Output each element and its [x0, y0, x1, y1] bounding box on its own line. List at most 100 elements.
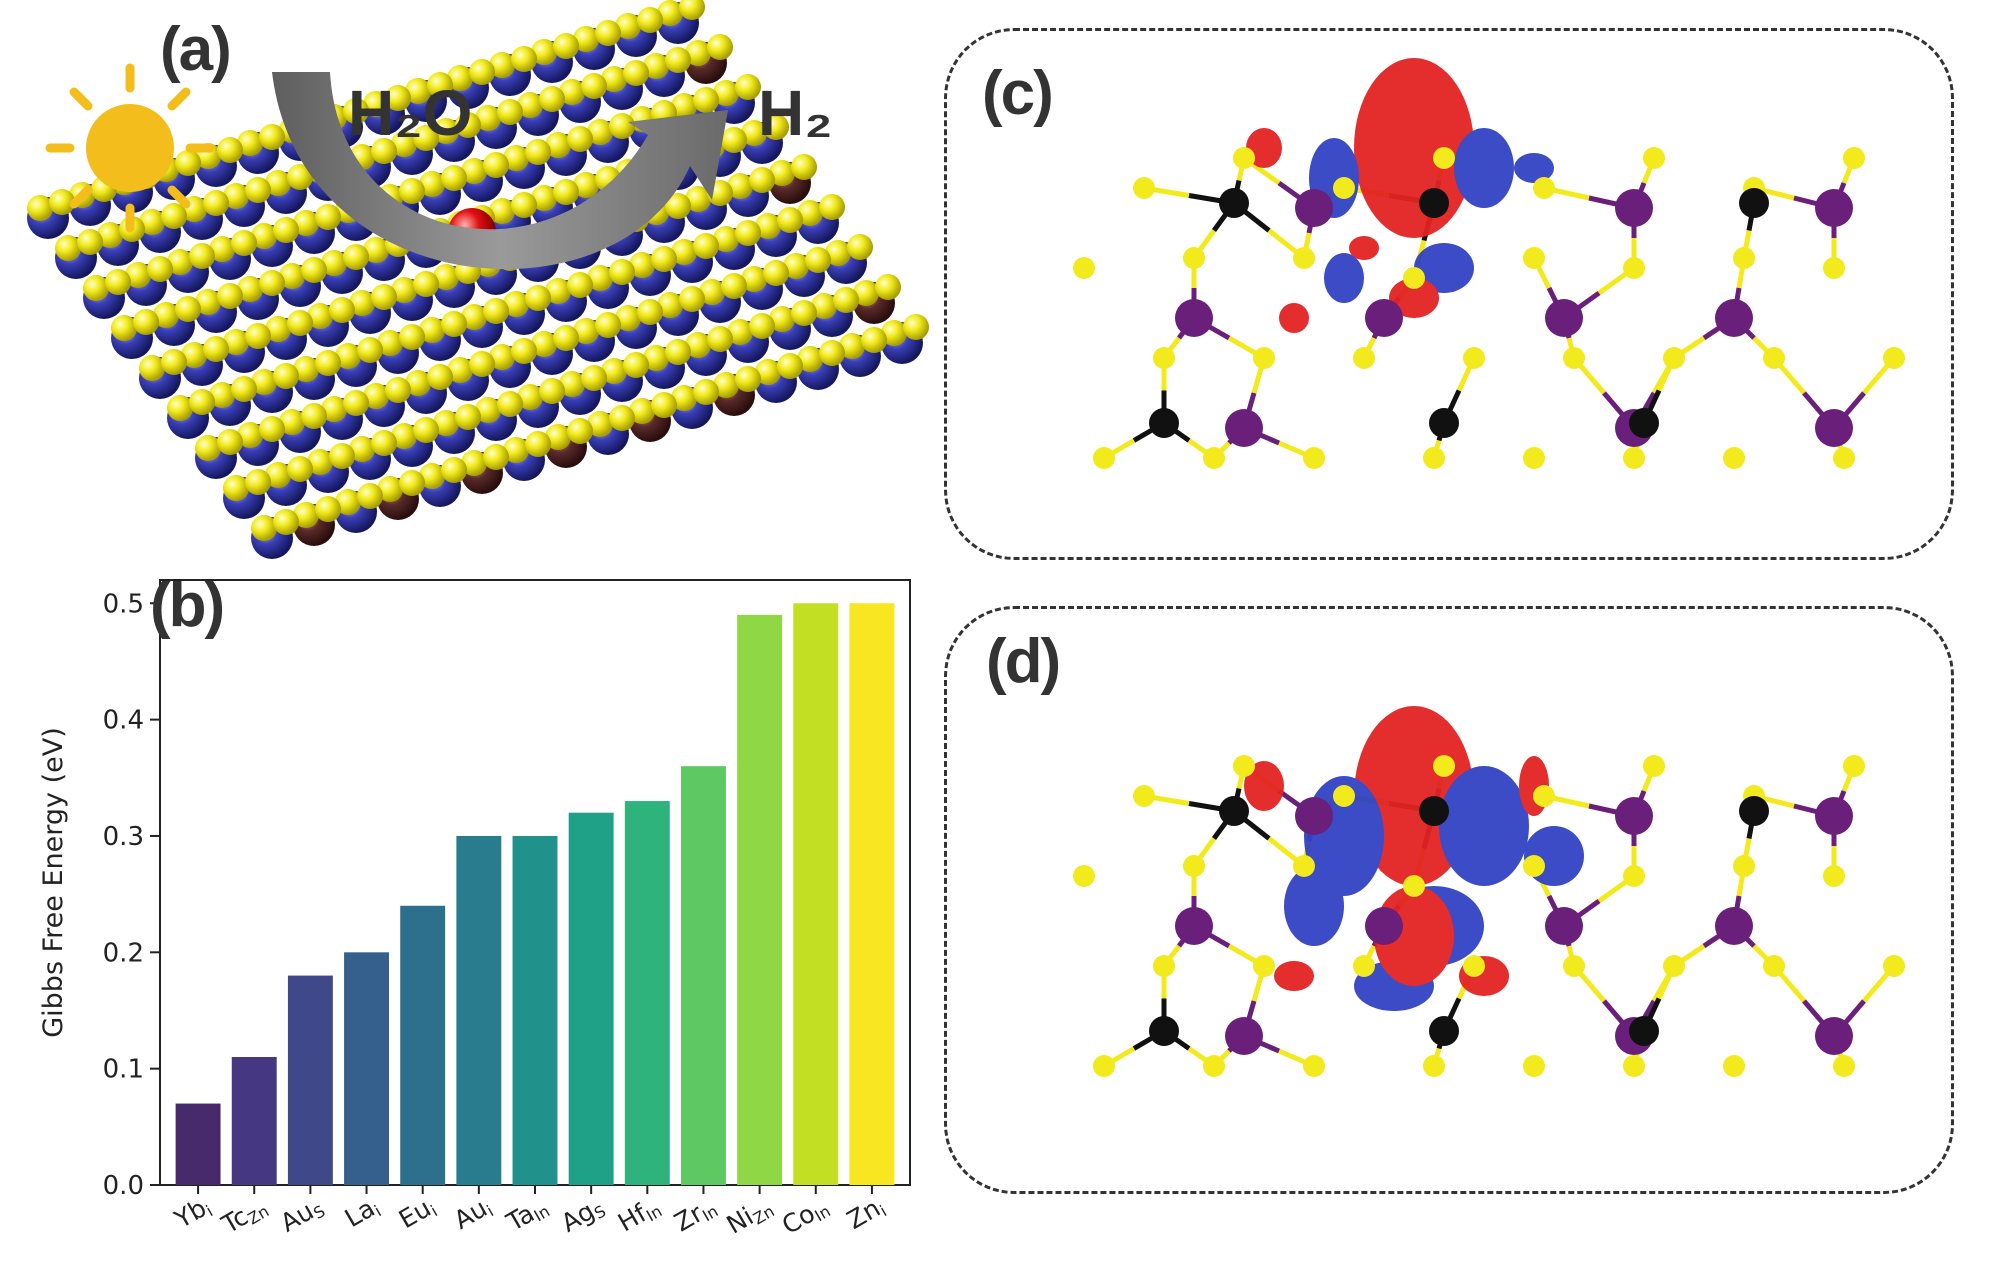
atom [399, 470, 425, 496]
metal-atom [1175, 299, 1213, 337]
sulfur-atom [1523, 1055, 1545, 1077]
sulfur-atom [1523, 247, 1545, 269]
metal-atom [1715, 299, 1753, 337]
atom [643, 345, 669, 371]
atom [111, 315, 137, 341]
bar [624, 801, 670, 1185]
atom [433, 118, 459, 144]
panel-c [944, 28, 1954, 560]
sulfur-atom [1823, 865, 1845, 887]
atom [209, 382, 235, 408]
atom [783, 253, 809, 279]
dopant-atom [1429, 1016, 1459, 1046]
x-tick-label: Lai [340, 1191, 385, 1235]
atom [847, 234, 873, 260]
charge-accumulation-lobe [1279, 303, 1309, 333]
sulfur-atom [1843, 755, 1865, 777]
atom [685, 332, 711, 358]
atom [545, 278, 571, 304]
sulfur-atom [1663, 955, 1685, 977]
atom [525, 139, 551, 165]
atom [405, 370, 431, 396]
atom [503, 145, 529, 171]
bar [512, 835, 558, 1185]
atom [77, 229, 103, 255]
atom [531, 39, 557, 65]
atom [581, 73, 607, 99]
atom [217, 283, 243, 309]
atom [525, 285, 551, 311]
atom [27, 195, 53, 221]
sulfur-atom [1233, 755, 1255, 777]
sulfur-atom [1883, 955, 1905, 977]
atom [273, 217, 299, 243]
atom [237, 276, 263, 302]
atom [601, 358, 627, 384]
charge-depletion-lobe [1439, 766, 1529, 886]
atom [713, 226, 739, 252]
sulfur-atom [1833, 447, 1855, 469]
bar [849, 603, 895, 1185]
sulfur-atom [1843, 147, 1865, 169]
sulfur-atom [1833, 1055, 1855, 1077]
sun-icon [45, 63, 215, 233]
atom [545, 132, 571, 158]
sulfur-atom [1353, 955, 1375, 977]
panel-b-label: (b) [150, 571, 225, 640]
atom [167, 395, 193, 421]
atom [755, 213, 781, 239]
sulfur-atom [1423, 447, 1445, 469]
atom [385, 85, 411, 111]
sulfur-atom [1523, 855, 1545, 877]
metal-atom [1815, 409, 1853, 447]
metal-atom [1815, 797, 1853, 835]
sulfur-atom [1463, 955, 1485, 977]
sulfur-atom [1563, 955, 1585, 977]
atom [97, 222, 123, 248]
atom [363, 91, 389, 117]
atom [763, 114, 789, 140]
sulfur-atom [1073, 257, 1095, 279]
atom [427, 364, 453, 390]
y-tick-label: 0.5 [103, 589, 144, 619]
atom [413, 417, 439, 443]
charge-depletion-lobe [1324, 253, 1364, 303]
atom [615, 305, 641, 331]
atom [517, 92, 543, 118]
atom [483, 298, 509, 324]
sulfur-atom [1723, 447, 1745, 469]
sulfur-atom [1183, 247, 1205, 269]
atom [511, 338, 537, 364]
atom [483, 444, 509, 470]
x-tick-label: TaIn [501, 1191, 553, 1239]
atom [245, 469, 271, 495]
atom [469, 351, 495, 377]
atom [237, 422, 263, 448]
metal-atom [1615, 189, 1653, 227]
atom [293, 356, 319, 382]
atom [133, 309, 159, 335]
atom [301, 403, 327, 429]
atom [259, 124, 285, 150]
y-tick-label: 0.0 [103, 1171, 144, 1201]
metal-atom [1175, 907, 1213, 945]
atom [419, 171, 445, 197]
sulfur-atom [1533, 177, 1555, 199]
atom [189, 243, 215, 269]
atom [371, 284, 397, 310]
atom [433, 264, 459, 290]
x-tick-label: Eui [394, 1191, 441, 1236]
atom [671, 239, 697, 265]
atom [741, 120, 767, 146]
dopant-atom [1419, 796, 1449, 826]
atom [161, 349, 187, 375]
panel-a-label: (a) [160, 15, 232, 84]
atom [741, 266, 767, 292]
panel-a-illustration [27, 0, 929, 559]
atom [251, 223, 277, 249]
atom [377, 330, 403, 356]
sulfur-atom [1403, 875, 1425, 897]
charge-depletion-lobe [1284, 866, 1344, 946]
atom [685, 40, 711, 66]
